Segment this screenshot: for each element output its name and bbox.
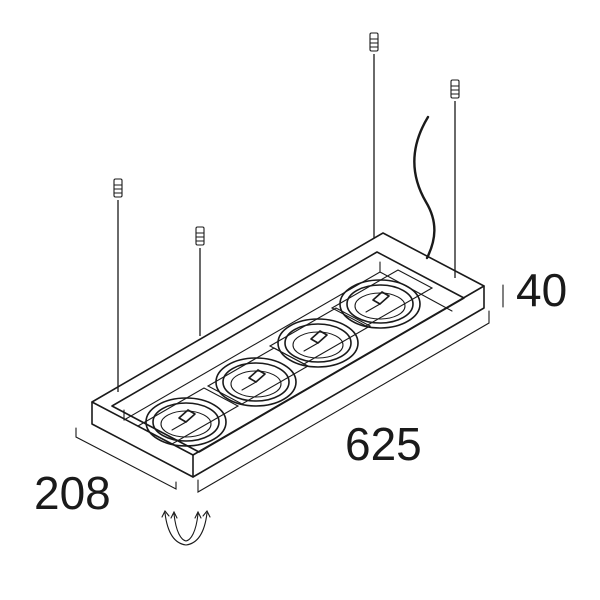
- anchor-1-icon: [113, 178, 123, 198]
- tilt-arrows-icon: [161, 509, 211, 546]
- anchor-2-icon: [195, 226, 205, 246]
- width-label: 208: [34, 467, 111, 519]
- spot-modules: [136, 269, 434, 447]
- anchor-4-icon: [450, 79, 460, 99]
- power-cable: [413, 115, 436, 260]
- anchor-3-icon: [369, 32, 379, 52]
- length-dimension-line: [197, 310, 490, 493]
- spot-3: [268, 307, 372, 368]
- length-label: 625: [345, 418, 422, 470]
- ceiling-anchors: [113, 32, 460, 246]
- height-label: 40: [516, 264, 567, 316]
- spot-4: [330, 269, 434, 329]
- width-dimension-line: [75, 427, 177, 490]
- suspension-wires: [117, 54, 456, 392]
- spot-1: [136, 387, 240, 447]
- dimension-lines: [75, 284, 504, 493]
- inner-opening: [111, 251, 465, 453]
- side-faces: [91, 285, 485, 478]
